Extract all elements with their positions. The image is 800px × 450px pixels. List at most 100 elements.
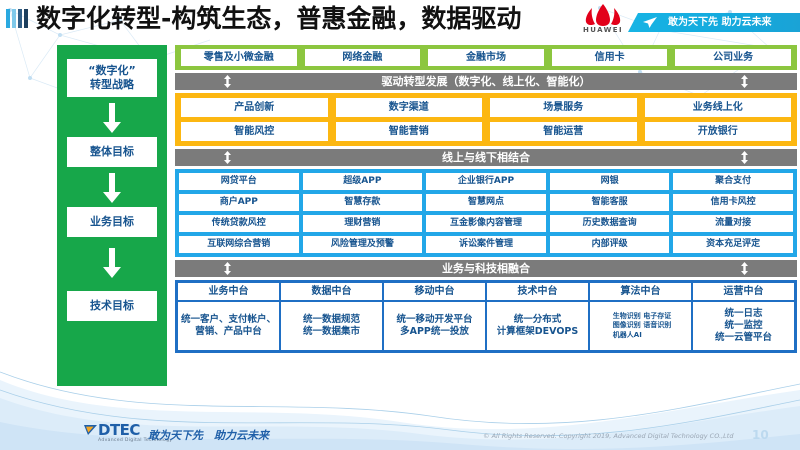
sidebar-item-strategy[interactable]: “数字化”转型战略 (67, 59, 157, 97)
sidebar-item-overall-goal[interactable]: 整体目标 (67, 137, 157, 167)
divider-label: 驱动转型发展（数字化、线上化、智能化） (381, 75, 591, 88)
tech-goal-body: 统一移动开发平台多APP统一投放 (396, 314, 473, 337)
business-goals-row: 传统贷款风控理财营销互金影像内容管理历史数据查询流量对接 (179, 215, 793, 232)
tech-goal-body: 统一日志统一监控统一云管平台 (714, 308, 772, 343)
tech-goal-column[interactable]: 运营中台统一日志统一监控统一云管平台 (693, 283, 794, 350)
business-goal-cell[interactable]: 资本充足评定 (673, 236, 793, 253)
overall-goal-cell[interactable]: 智能营销 (335, 122, 482, 141)
business-goal-cell[interactable]: 网银 (549, 173, 670, 190)
tech-goal-column[interactable]: 算法中台生物识别 电子存证图像识别 语音识别机器人AI (590, 283, 693, 350)
business-goal-cell[interactable]: 信用卡风控 (673, 194, 793, 211)
up-down-arrow-icon (741, 262, 748, 275)
content-stack: 零售及小微金融网络金融金融市场信用卡公司业务 驱动转型发展（数字化、线上化、智能… (175, 45, 797, 353)
dtec-logo-name: DTEC (98, 421, 140, 439)
tech-goal-column[interactable]: 数据中台统一数据规范统一数据集市 (281, 283, 384, 350)
tech-goal-head: 技术中台 (487, 283, 588, 302)
sidebar-item-label: “数字化”转型战略 (88, 64, 136, 91)
overall-goals-row: 产品创新数字渠道场景服务业务线上化 (181, 98, 791, 117)
business-goal-cell[interactable]: 智慧网点 (426, 194, 546, 211)
divider-online-offline: 线上与线下相结合 (175, 149, 797, 166)
tech-goal-body: 统一客户、支付帐户、营销、产品中台 (181, 314, 277, 337)
huawei-wordmark: HUAWEI (583, 26, 623, 34)
dtec-logo-sub: Advanced Digital Technology (98, 438, 173, 443)
business-goal-cell[interactable]: 理财营销 (302, 215, 423, 232)
business-line-cell[interactable]: 网络金融 (304, 49, 421, 66)
divider-label: 线上与线下相结合 (442, 151, 530, 164)
dtec-logo: DTEC Advanced Digital Technology (98, 421, 173, 444)
tech-goal-body: 生物识别 电子存证图像识别 语音识别机器人AI (612, 311, 672, 339)
business-goal-cell[interactable]: 超级APP (302, 173, 423, 190)
up-down-arrow-icon (224, 151, 231, 164)
business-goal-cell[interactable]: 互金影像内容管理 (426, 215, 546, 232)
overall-goal-cell[interactable]: 产品创新 (181, 98, 328, 117)
banner-text: 敢为天下先 助力云未来 (668, 17, 772, 28)
business-goals-row: 互联网综合营销风险管理及预警诉讼案件管理内部评级资本充足评定 (179, 236, 793, 253)
business-goal-cell[interactable]: 聚合支付 (673, 173, 793, 190)
tech-goal-head: 移动中台 (384, 283, 485, 302)
business-line-cell[interactable]: 金融市场 (428, 49, 544, 66)
down-arrow-icon (103, 103, 121, 133)
sidebar-item-label: 整体目标 (90, 145, 134, 158)
down-arrow-icon (103, 173, 121, 203)
business-line-cell[interactable]: 信用卡 (551, 49, 668, 66)
sidebar-item-tech-goal[interactable]: 技术目标 (67, 291, 157, 321)
blue-bars-icon (6, 9, 30, 28)
tech-goal-head: 业务中台 (178, 283, 279, 302)
business-goal-cell[interactable]: 流量对接 (673, 215, 793, 232)
business-goal-cell[interactable]: 企业银行APP (426, 173, 546, 190)
sidebar-item-label: 业务目标 (90, 215, 134, 228)
overall-goal-cell[interactable]: 场景服务 (490, 98, 637, 117)
huawei-logo: HUAWEI (575, 2, 631, 38)
dtec-logo-icon (84, 425, 97, 435)
overall-goal-cell[interactable]: 智能运营 (490, 122, 637, 141)
tech-goal-head: 算法中台 (590, 283, 691, 302)
business-goal-cell[interactable]: 互联网综合营销 (179, 236, 299, 253)
slide-header: 数字化转型-构筑生态，普惠金融，数据驱动 HUAWEI 敢为天下先 助力云未来 (0, 0, 800, 40)
business-goal-cell[interactable]: 传统贷款风控 (179, 215, 299, 232)
business-goal-cell[interactable]: 诉讼案件管理 (426, 236, 546, 253)
up-down-arrow-icon (741, 151, 748, 164)
copyright-text: © All Rights Reserved. Copyright 2019, A… (483, 432, 734, 440)
business-goal-cell[interactable]: 内部评级 (549, 236, 670, 253)
overall-goal-cell[interactable]: 智能风控 (181, 122, 328, 141)
business-goal-cell[interactable]: 历史数据查询 (549, 215, 670, 232)
page-number: 10 (752, 428, 769, 442)
business-lines-band: 零售及小微金融网络金融金融市场信用卡公司业务 (175, 45, 797, 70)
overall-goal-cell[interactable]: 数字渠道 (335, 98, 482, 117)
tech-goal-column[interactable]: 业务中台统一客户、支付帐户、营销、产品中台 (178, 283, 281, 350)
tech-goal-column[interactable]: 移动中台统一移动开发平台多APP统一投放 (384, 283, 487, 350)
business-goal-cell[interactable]: 商户APP (179, 194, 299, 211)
business-line-cell[interactable]: 零售及小微金融 (181, 49, 297, 66)
overall-goals-band: 产品创新数字渠道场景服务业务线上化智能风控智能营销智能运营开放银行 (175, 93, 797, 146)
overall-goal-cell[interactable]: 业务线上化 (644, 98, 791, 117)
tech-goals-band: 业务中台统一客户、支付帐户、营销、产品中台数据中台统一数据规范统一数据集市移动中… (175, 280, 797, 353)
tech-goal-body: 统一分布式计算框架DEVOPS (496, 314, 579, 337)
divider-label: 业务与科技相融合 (442, 262, 530, 275)
footer-slogan: 敢为天下先 助力云未来 (148, 429, 269, 442)
up-down-arrow-icon (224, 75, 231, 88)
tech-goal-head: 运营中台 (693, 283, 794, 302)
page-title: 数字化转型-构筑生态，普惠金融，数据驱动 (36, 4, 522, 33)
sidebar-item-business-goal[interactable]: 业务目标 (67, 207, 157, 237)
tech-goal-column[interactable]: 技术中台统一分布式计算框架DEVOPS (487, 283, 590, 350)
business-goal-cell[interactable]: 网贷平台 (179, 173, 299, 190)
up-down-arrow-icon (741, 75, 748, 88)
down-arrow-icon (103, 248, 121, 278)
overall-goals-row: 智能风控智能营销智能运营开放银行 (181, 122, 791, 141)
business-goal-cell[interactable]: 智慧存款 (302, 194, 423, 211)
divider-drive-transformation: 驱动转型发展（数字化、线上化、智能化） (175, 73, 797, 90)
slogan-banner: 敢为天下先 助力云未来 (628, 13, 800, 32)
strategy-sidebar: “数字化”转型战略 整体目标 业务目标 技术目标 (57, 45, 167, 386)
sidebar-item-label: 技术目标 (90, 299, 134, 312)
tech-goal-head: 数据中台 (281, 283, 382, 302)
business-goal-cell[interactable]: 风险管理及预警 (302, 236, 423, 253)
up-down-arrow-icon (224, 262, 231, 275)
overall-goal-cell[interactable]: 开放银行 (644, 122, 791, 141)
paper-plane-icon (643, 17, 657, 28)
business-line-cell[interactable]: 公司业务 (675, 49, 791, 66)
business-goal-cell[interactable]: 智能客服 (549, 194, 670, 211)
